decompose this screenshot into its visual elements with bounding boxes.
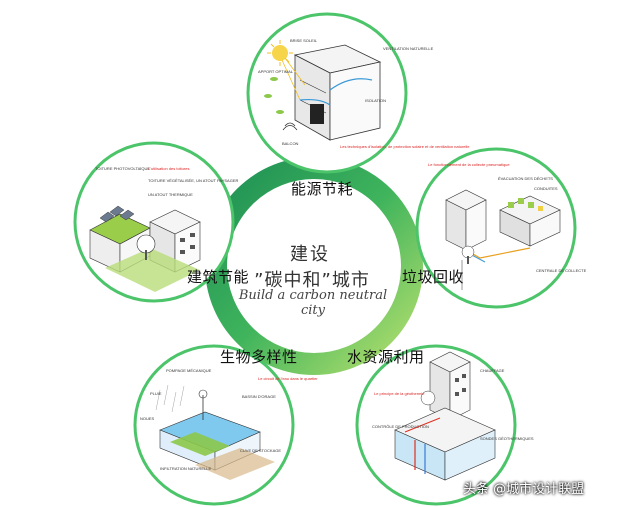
note-left-heading: L'utilisation des toitures [148, 166, 189, 171]
note-right-3: CENTRALE DE COLLECTE [536, 268, 587, 273]
panel-building [73, 141, 235, 303]
note-bl-6: INFILTRATION NATURELLE [160, 466, 211, 471]
note-bl-3: PLUIE [150, 391, 162, 396]
note-br-1: CONTRÔLE DE PRODUCTION [372, 424, 429, 429]
note-br-3: SONDES GÉOTHERMIQUES [480, 436, 534, 441]
note-left-2: TOITURE VÉGÉTALISÉE, UN ATOUT PAYSAGER [148, 178, 239, 183]
topic-water: 水资源利用 [347, 348, 425, 366]
note-bl-1: POMPAGE MÉCANIQUE [166, 368, 212, 373]
note-right-1: ÉVACUATION DES DÉCHETS [498, 176, 553, 181]
note-top-1: BRISE SOLEIL [290, 38, 318, 43]
topic-waste: 垃圾回收 [402, 268, 465, 286]
note-top-4: ISOLATION [365, 98, 386, 103]
center-english: Build a carbon neutral city [238, 288, 388, 318]
note-top-2: VENTILATION NATURELLE [383, 46, 434, 51]
note-left-3: UN ATOUT THERMIQUE [148, 192, 193, 197]
note-right-red: Le fonctionnement de la collecte pneumat… [428, 162, 510, 167]
note-left-1: TOITURE PHOTOVOLTAÏQUE [95, 166, 150, 171]
panel-biodiversity [133, 344, 295, 506]
center-subtitle: ”碳中和”城市 [254, 270, 370, 291]
note-bl-red: Le circuit de l'eau dans le quartier [258, 376, 318, 381]
note-bl-4: NOUES [140, 416, 155, 421]
note-br-2: CHAUFFAGE [480, 368, 505, 373]
panel-water [355, 344, 517, 506]
panel-notes: BRISE SOLEIL VENTILATION NATURELLE APPOR… [95, 38, 587, 471]
panel-energy [246, 12, 408, 174]
note-top-5: BALCON [282, 141, 299, 146]
note-right-2: CONDUITES [534, 186, 558, 191]
note-top-red: Les techniques d'isolation, de protectio… [340, 144, 470, 149]
note-bl-5: CUVE DE STOCKAGE [240, 448, 281, 453]
note-bl-2: BASSIN D'ORAGE [242, 394, 276, 399]
topic-building: 建筑节能 [187, 268, 250, 286]
center-title: 建设 [290, 244, 330, 265]
topic-energy: 能源节耗 [291, 180, 354, 198]
topic-biodiversity: 生物多样性 [220, 348, 298, 366]
note-br-red: Le principe de la géothermie [374, 391, 425, 396]
watermark: 头条 @城市设计联盟 [463, 482, 585, 497]
panel-waste [415, 147, 577, 309]
note-top-3: APPORT OPTIMAL [258, 69, 294, 74]
